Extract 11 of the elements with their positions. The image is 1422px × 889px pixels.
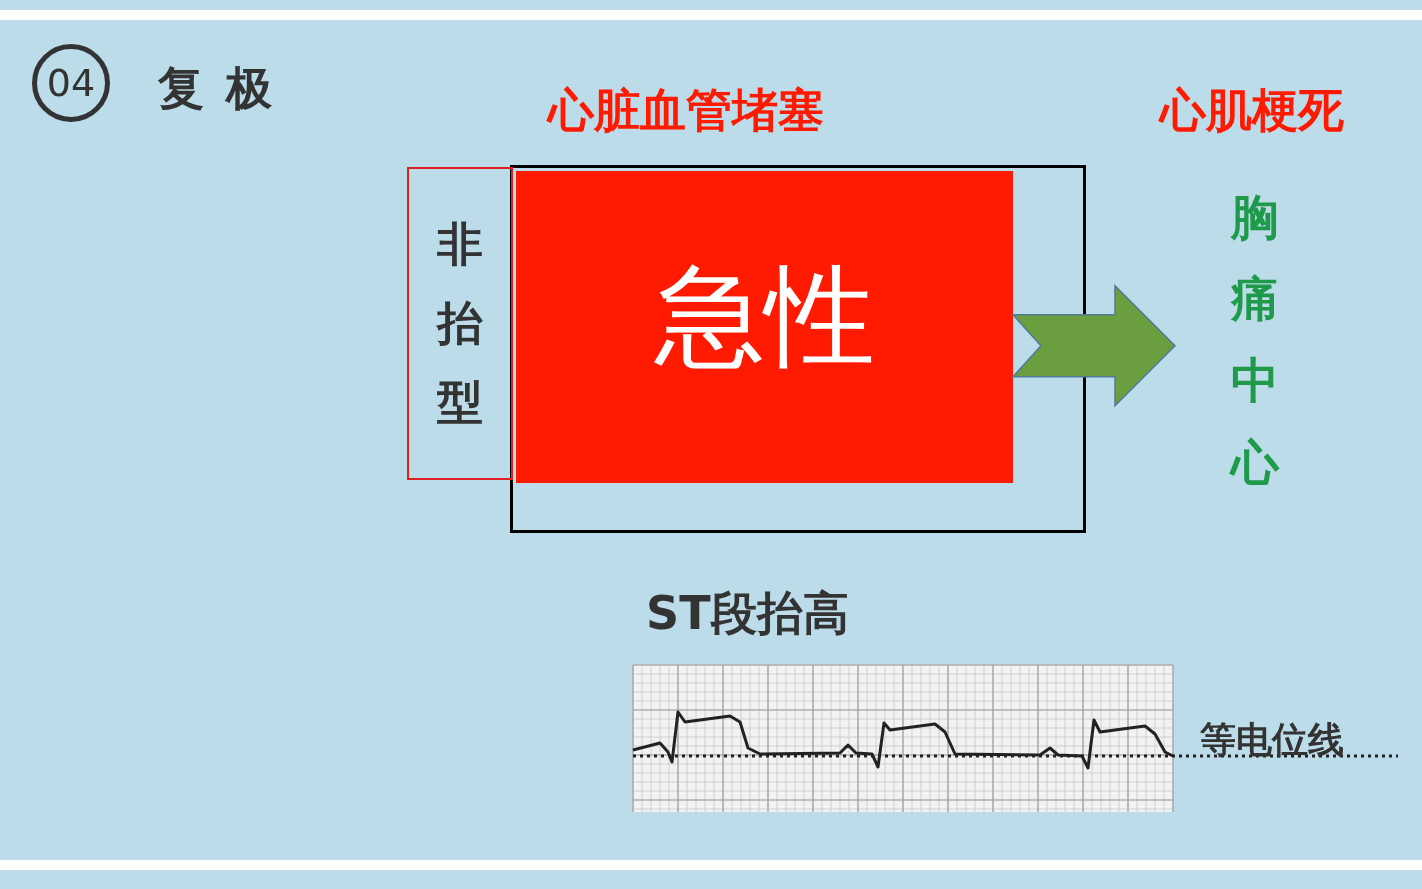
vertical-text: 胸痛中心 [1180,185,1330,495]
outline-box [510,165,1086,533]
heading-text: 心脏血管堵塞 [548,82,824,139]
heading-text: 心肌梗死 [1160,82,1344,139]
block-arrow [1011,283,1177,408]
title: 复极 [158,60,294,117]
number-circle: 04 [32,44,110,122]
line-label: 等电位线 [1200,718,1344,762]
block-box: 急性 [516,171,1013,483]
caption-text: ST段抬高 [646,585,849,642]
vertical-label-box: 非抬型 [407,167,513,480]
